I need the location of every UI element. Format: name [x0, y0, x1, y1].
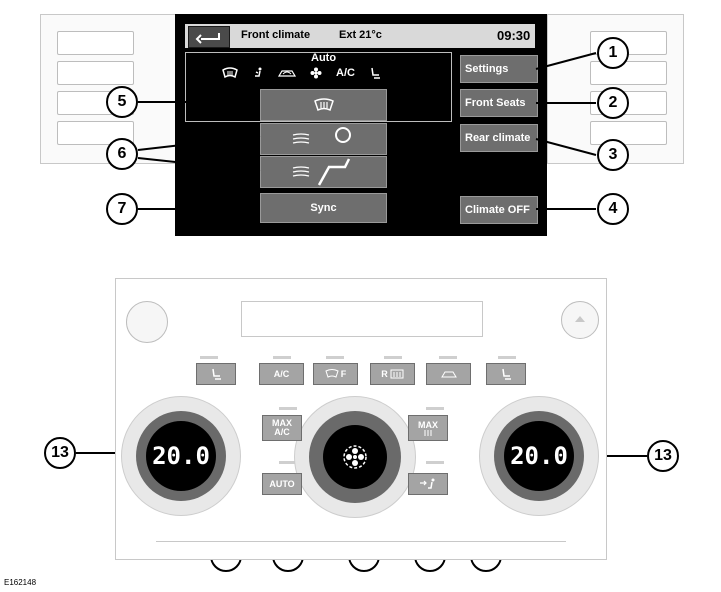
max-ac-button[interactable]: MAX A/C: [262, 415, 302, 441]
auto-status-panel: Auto A/C: [185, 52, 452, 122]
led: [439, 356, 457, 359]
lower-trim: [156, 541, 566, 562]
led: [326, 356, 344, 359]
climate-off-button[interactable]: Climate OFF: [460, 196, 538, 224]
left-temperature-display: 20.0: [146, 421, 216, 491]
return-arrow-icon: [195, 33, 220, 44]
heated-seat-icon: [502, 368, 511, 380]
auto-button[interactable]: AUTO: [262, 473, 302, 495]
front-defrost-button[interactable]: F: [313, 363, 358, 385]
fan-icon: [310, 67, 322, 79]
heated-seat-icon: [212, 368, 221, 380]
defrost-icon: [325, 369, 339, 378]
front-seats-button[interactable]: Front Seats: [460, 89, 538, 117]
lower-airflow-button[interactable]: [260, 156, 387, 188]
defrost-icon: [313, 98, 334, 112]
callout-13-left: 13: [44, 437, 76, 469]
fan-speed-knob[interactable]: [294, 396, 416, 518]
left-heated-seat-button[interactable]: [196, 363, 236, 385]
air-distribution-button[interactable]: [408, 473, 448, 495]
front-seats-label: Front Seats: [465, 97, 526, 109]
callout-5: 5: [106, 86, 138, 118]
led: [279, 461, 297, 464]
front-defrost-label: F: [340, 368, 347, 379]
settings-button[interactable]: Settings: [460, 55, 538, 83]
recirculation-icon: [278, 70, 296, 77]
ac-status-label: A/C: [336, 67, 355, 79]
left-volume-knob[interactable]: [126, 301, 168, 343]
auto-label: Auto: [311, 52, 337, 64]
climate-control-console: A/C F R 20.0 20.0: [115, 278, 607, 560]
led: [498, 356, 516, 359]
led: [200, 356, 218, 359]
exterior-temperature: Ext 21°c: [339, 29, 382, 41]
recirculation-icon: [440, 371, 457, 378]
person-icon: [335, 127, 351, 143]
callout-4: 4: [597, 193, 629, 225]
auto-label: AUTO: [269, 478, 295, 489]
heated-seat-icon: [371, 67, 380, 79]
led: [426, 407, 444, 410]
knob-ring: 20.0: [494, 411, 584, 501]
knob-ring: 20.0: [136, 411, 226, 501]
left-temperature-knob[interactable]: 20.0: [121, 396, 241, 516]
led: [384, 356, 402, 359]
air-distribution-icon: [420, 478, 435, 489]
callout-13-right: 13: [647, 440, 679, 472]
ac-button-label: A/C: [273, 368, 290, 379]
callout-3: 3: [597, 139, 629, 171]
rear-window-defrost-icon: [390, 369, 404, 379]
defrost-icon: [222, 67, 238, 79]
rear-defrost-button[interactable]: R: [370, 363, 415, 385]
settings-label: Settings: [465, 63, 509, 75]
callout-6: 6: [106, 138, 138, 170]
rear-climate-label: Rear climate: [465, 132, 531, 144]
rear-defrost-label: R: [381, 368, 388, 379]
ac-button[interactable]: A/C: [259, 363, 304, 385]
climate-touchscreen: Front climate Ext 21°c 09:30 Auto: [175, 14, 547, 236]
climate-off-label: Climate OFF: [465, 204, 530, 216]
callout-1: 1: [597, 37, 629, 69]
clock: 09:30: [497, 28, 531, 43]
left-vent: [40, 14, 177, 164]
screen-header: Front climate Ext 21°c 09:30: [185, 24, 535, 48]
defrost-icon: [424, 429, 432, 436]
led: [273, 356, 291, 359]
eject-icon: [575, 316, 585, 322]
auto-status-icons: A/C: [222, 67, 381, 79]
windscreen-defrost-button[interactable]: [260, 89, 387, 121]
seated-person-icon: [317, 158, 351, 186]
airflow-icon: [292, 133, 310, 144]
back-button[interactable]: [188, 26, 230, 48]
callout-2: 2: [597, 87, 629, 119]
led: [426, 461, 444, 464]
max-defrost-label: MAX: [418, 419, 438, 430]
max-defrost-button[interactable]: MAX: [408, 415, 448, 441]
right-temperature-display: 20.0: [504, 421, 574, 491]
sync-button[interactable]: Sync: [260, 193, 387, 223]
rear-climate-button[interactable]: Rear climate: [460, 124, 538, 152]
eject-button[interactable]: [561, 301, 599, 339]
figure-id: E162148: [4, 578, 37, 587]
right-heated-seat-button[interactable]: [486, 363, 526, 385]
sync-label: Sync: [310, 202, 337, 214]
callout-7: 7: [106, 193, 138, 225]
recirculation-button[interactable]: [426, 363, 471, 385]
fan-icon: [343, 445, 367, 469]
fan-speed-display: [323, 425, 387, 489]
seat-occupant-icon: [255, 67, 262, 77]
airflow-icon: [292, 166, 310, 177]
cd-slot: [241, 301, 483, 337]
knob-ring: [309, 411, 401, 503]
led: [279, 407, 297, 410]
right-temperature-knob[interactable]: 20.0: [479, 396, 599, 516]
max-ac-label: MAX A/C: [272, 418, 292, 437]
screen-title: Front climate: [241, 29, 311, 41]
upper-airflow-button[interactable]: [260, 123, 387, 155]
